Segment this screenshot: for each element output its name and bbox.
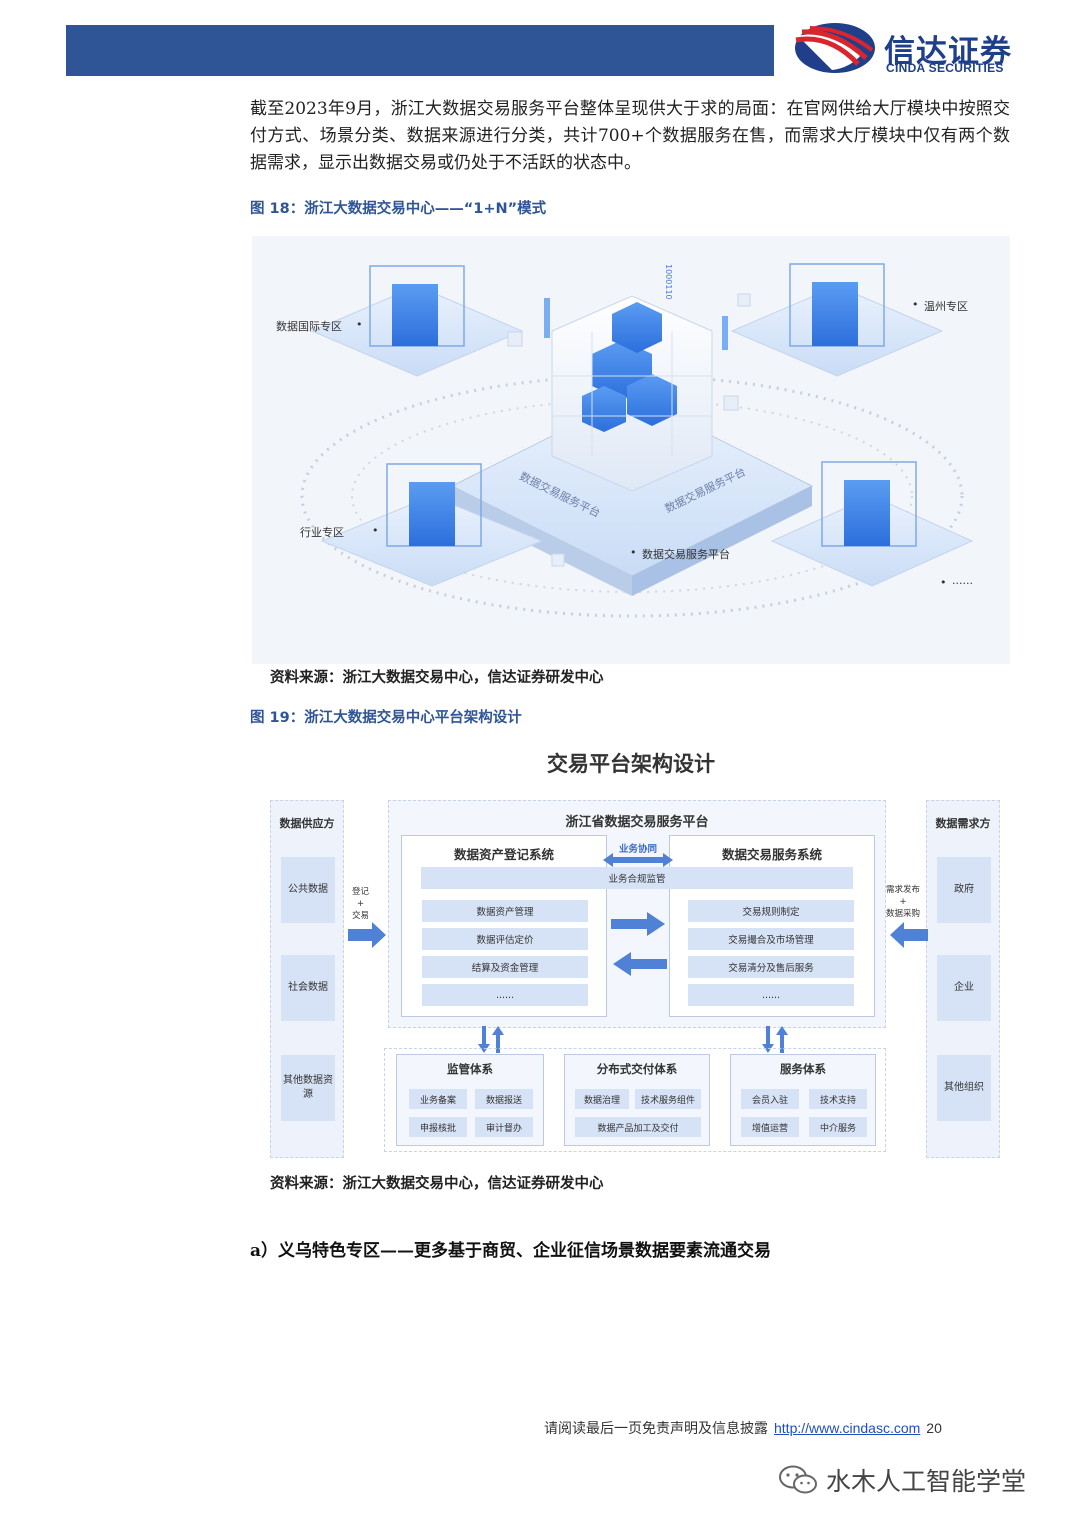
platform-title: 浙江省数据交易服务平台 <box>565 815 709 830</box>
right-system-item: 交易规则制定 <box>688 900 854 922</box>
page-footer: 请阅读最后一页免责声明及信息披露 http://www.cindasc.com 20 <box>544 1418 942 1438</box>
zone-label-more: ...... <box>952 574 973 587</box>
bottom-systems-container <box>384 1048 886 1152</box>
bottom-chip: 会员入驻 <box>741 1089 799 1109</box>
left-system-item: ...... <box>422 984 588 1006</box>
supply-item: 公共数据 <box>281 857 335 923</box>
bottom-system-delivery: 分布式交付体系 数据治理 技术服务组件 数据产品加工及交付 <box>564 1054 710 1146</box>
compliance-bar: 业务合规监管 <box>421 867 853 889</box>
supply-item: 其他数据资源 <box>281 1055 335 1121</box>
zone-label-intl: 数据国际专区 <box>276 320 342 333</box>
bottom-system-title: 服务体系 <box>780 1062 826 1076</box>
up-down-arrows-icon <box>478 1026 504 1053</box>
left-arrow-icon <box>890 922 928 948</box>
right-system-item: 交易清分及售后服务 <box>688 956 854 978</box>
right-flow-arrow-icon <box>611 912 665 936</box>
diagram-title: 交易平台架构设计 <box>547 752 715 776</box>
left-system-item: 数据评估定价 <box>422 928 588 950</box>
demand-column: 数据需求方 政府 企业 其他组织 <box>926 800 1000 1158</box>
bottom-chip: 审计督办 <box>475 1117 533 1137</box>
bottom-system-supervision: 监管体系 业务备案 数据报送 申报核批 审计督办 <box>396 1054 544 1146</box>
bottom-chip: 数据治理 <box>575 1089 629 1109</box>
figure18-caption: 图 18：浙江大数据交易中心——“1+N”模式 <box>250 201 547 217</box>
left-arrow-note: 登记 + 交易 <box>352 886 369 922</box>
right-system-box: 数据交易服务系统 交易规则制定 交易撮合及市场管理 交易清分及售后服务 ....… <box>669 835 875 1017</box>
zone-dot: • <box>356 318 363 331</box>
supply-title: 数据供应方 <box>279 817 335 830</box>
bottom-chip: 增值运营 <box>741 1117 799 1137</box>
left-arrow-note-text: 登记 + 交易 <box>352 887 370 921</box>
zone-dot: • <box>372 524 379 537</box>
demand-title: 数据需求方 <box>935 817 991 830</box>
left-system-item: 结算及资金管理 <box>422 956 588 978</box>
figure19-caption: 图 19：浙江大数据交易中心平台架构设计 <box>250 710 522 726</box>
section-heading: a）义乌特色专区——更多基于商贸、企业征信场景数据要素流通交易 <box>250 1241 772 1261</box>
zone-label-wenzhou: 温州专区 <box>924 300 968 313</box>
bottom-system-title: 监管体系 <box>447 1062 493 1076</box>
bottom-chip: 数据产品加工及交付 <box>575 1117 701 1137</box>
bottom-system-service: 服务体系 会员入驻 技术支持 增值运营 中介服务 <box>730 1054 876 1146</box>
figure18-source: 资料来源：浙江大数据交易中心，信达证券研发中心 <box>270 669 604 686</box>
figure18-illustration <box>300 263 974 618</box>
zone-dot: • <box>630 546 637 559</box>
wechat-icon <box>779 1465 817 1494</box>
right-system-item: 交易撮合及市场管理 <box>688 928 854 950</box>
zone-dot: • <box>940 576 947 589</box>
figure19-source: 资料来源：浙江大数据交易中心，信达证券研发中心 <box>270 1175 604 1192</box>
footer-disclaimer: 请阅读最后一页免责声明及信息披露 <box>544 1421 768 1437</box>
bottom-chip: 技术服务组件 <box>635 1089 701 1109</box>
left-system-item: 数据资产管理 <box>422 900 588 922</box>
right-system-item: ...... <box>688 984 854 1006</box>
watermark-text: 水木人工智能学堂 <box>826 1467 1027 1496</box>
zone-label-platform: 数据交易服务平台 <box>642 548 730 561</box>
left-flow-arrow-icon <box>613 952 667 976</box>
header-band <box>66 25 774 76</box>
up-down-arrows-icon <box>762 1026 788 1053</box>
intro-paragraph: 截至2023年9月，浙江大数据交易服务平台整体呈现供大于求的局面：在官网供给大厅… <box>250 99 1010 173</box>
figure18-image: 数据国际专区 • • 温州专区 行业专区 • • 数据交易服务平台 • ....… <box>252 236 1010 664</box>
cinda-logo: 信达证券 CINDA SECURITIES <box>792 18 1062 80</box>
right-arrow-icon <box>348 922 386 948</box>
zone-label-industry: 行业专区 <box>300 526 344 539</box>
watermark: 水木人工智能学堂 <box>778 1462 1026 1498</box>
demand-item: 政府 <box>937 857 991 923</box>
footer-url-link[interactable]: http://www.cindasc.com <box>774 1420 921 1436</box>
page-number: 20 <box>926 1420 942 1436</box>
cinda-logo-mark-icon <box>795 23 875 73</box>
left-system-title: 数据资产登记系统 <box>453 847 554 862</box>
right-system-title: 数据交易服务系统 <box>721 847 822 862</box>
bottom-chip: 申报核批 <box>409 1117 467 1137</box>
demand-item: 企业 <box>937 955 991 1021</box>
right-arrow-note-text: 需求发布 + 数据采购 <box>886 885 921 919</box>
bottom-chip: 技术支持 <box>809 1089 867 1109</box>
left-system-box: 数据资产登记系统 数据资产管理 数据评估定价 结算及资金管理 ...... <box>401 835 607 1017</box>
bottom-chip: 中介服务 <box>809 1117 867 1137</box>
supply-item: 社会数据 <box>281 955 335 1021</box>
bottom-chip: 业务备案 <box>409 1089 467 1109</box>
platform-container: 浙江省数据交易服务平台 数据资产登记系统 数据资产管理 数据评估定价 结算及资金… <box>388 800 886 1028</box>
right-arrow-note: 需求发布 + 数据采购 <box>886 884 920 920</box>
bottom-chip: 数据报送 <box>475 1089 533 1109</box>
logo-chinese-name: 信达证券 <box>884 34 1012 70</box>
cooperation-label: 业务协同 <box>618 844 657 855</box>
zone-dot: • <box>912 298 919 311</box>
supply-column: 数据供应方 公共数据 社会数据 其他数据资源 <box>270 800 344 1158</box>
bottom-system-title: 分布式交付体系 <box>596 1062 678 1076</box>
demand-item: 其他组织 <box>937 1055 991 1121</box>
figure19-diagram: 交易平台架构设计 数据供应方 公共数据 社会数据 其他数据资源 数据需求方 政府… <box>252 738 1010 1164</box>
logo-english-name: CINDA SECURITIES <box>886 61 1004 75</box>
double-arrow-icon <box>603 853 673 867</box>
binary-code-text: 1000110 <box>664 264 673 300</box>
